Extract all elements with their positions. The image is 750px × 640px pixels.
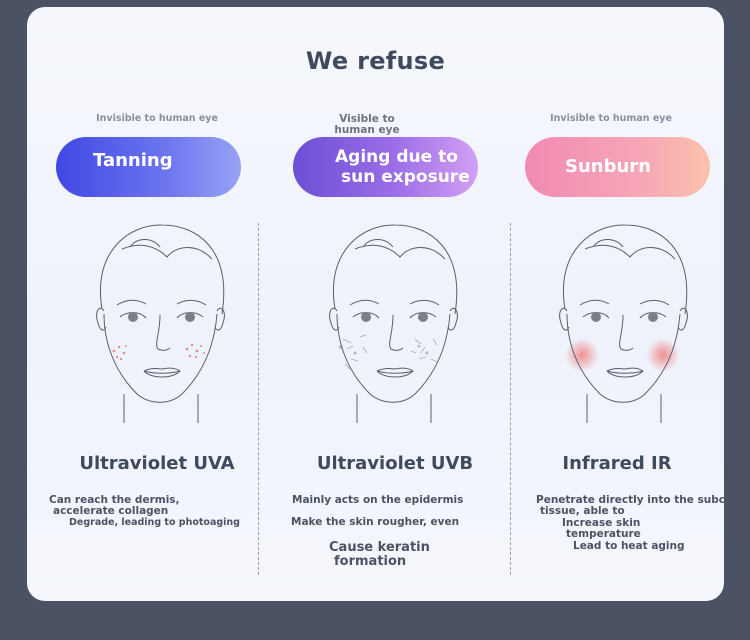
column-divider (510, 223, 511, 575)
sunburn-pill: Sunburn (525, 137, 710, 197)
description-line: Penetrate directly into the subcutaneous (536, 494, 724, 506)
description-line: accelerate collagen (53, 505, 169, 517)
ray-name: Ultraviolet UVB (316, 453, 474, 474)
description-line: Degrade, leading to photoaging (69, 517, 240, 528)
info-card: We refuse Invisible to human eye Tanning (27, 7, 724, 601)
visibility-label: Visible to human eye (334, 113, 400, 136)
description-line: temperature (566, 528, 641, 540)
column-uvb: Visible to human eye Aging due to sun ex… (277, 7, 507, 601)
description-line: Can reach the dermis, (49, 494, 180, 506)
page-title: We refuse (305, 47, 446, 75)
pill-label: Tanning (93, 150, 173, 171)
description-line: Mainly acts on the epidermis (292, 494, 464, 506)
aging-pill: Aging due to sun exposure (293, 137, 478, 197)
column-ir: Invisible to human eye Sunburn (507, 7, 724, 601)
description-line: Make the skin rougher, even (291, 516, 460, 528)
description-line: Cause keratin (329, 540, 430, 555)
pill-label: Aging due to sun exposure (335, 147, 470, 187)
ray-name: Ultraviolet UVA (79, 453, 235, 474)
face-illustration-uvb (329, 224, 458, 423)
description-line: Increase skin (562, 517, 641, 529)
description-line: Lead to heat aging (573, 540, 685, 552)
description-line: tissue, able to (540, 505, 625, 517)
column-uva: Invisible to human eye Tanning (47, 7, 277, 601)
pill-label: Sunburn (565, 156, 651, 177)
column-divider (258, 223, 259, 575)
description-line: formation (334, 554, 407, 569)
visibility-label: Invisible to human eye (550, 113, 672, 124)
visibility-label: Invisible to human eye (96, 113, 218, 124)
face-illustration-ir (559, 224, 688, 423)
ray-name: Infrared IR (562, 453, 672, 474)
tanning-pill: Tanning (56, 137, 241, 197)
face-illustration-uva (96, 224, 225, 423)
